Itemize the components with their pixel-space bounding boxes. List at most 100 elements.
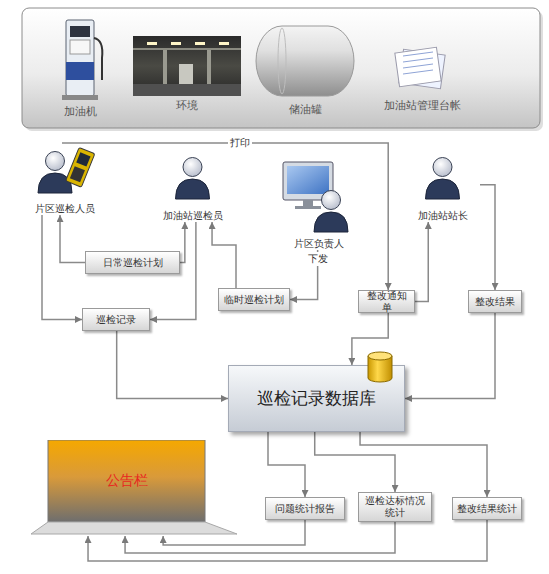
box-label: 整改通知单 [363,290,410,314]
bulletin-board: 公告栏 [30,440,238,536]
ledger-line [403,70,433,74]
equipment-panel [22,8,540,128]
board-screen [48,440,205,522]
photo-svg [375,42,469,94]
box-label: 巡检记录 [96,314,136,326]
tank-seam [278,28,286,94]
flow-connector [315,432,395,492]
caption-text: 环境 [123,99,251,112]
canopy-light [219,42,229,45]
figure-svg [275,158,362,236]
canopy-column [207,50,211,86]
actor-figure: 片区负责人 [275,158,362,250]
ground [133,84,241,96]
monitor-stand [303,200,313,206]
person-body [426,179,460,199]
database-top [368,352,392,360]
figure-svg [15,143,115,201]
box-label: 临时巡检计划 [224,294,284,306]
process-box: 整改通知单 [358,290,415,313]
photo-svg [50,18,110,102]
person-body [38,173,72,193]
pump-panel [70,40,90,54]
connector-label: 下发 [306,252,330,266]
process-box: 巡检记录 [82,308,150,331]
flow-connector [60,215,85,263]
photo-svg [248,22,362,100]
box-label: 日常巡检计划 [103,257,163,269]
pda-case [66,147,95,187]
person-head [433,158,452,177]
person-body [314,212,348,232]
flow-connector [62,143,388,290]
canopy-light [147,42,157,45]
person-body [176,179,210,199]
pda-screen [76,152,90,166]
flow-connector [212,222,236,288]
tank-body [256,26,354,96]
figure-svg [405,153,480,208]
caption-text: 片区巡检人员 [5,202,125,215]
flow-connector [180,222,185,263]
box-label: 问题统计报告 [275,503,335,515]
flow-connector [268,432,305,497]
pump-band [66,62,94,80]
flow-connector [480,185,495,290]
canopy-edge [133,48,241,50]
caption-text: 加油站巡检员 [140,209,245,222]
ledger-sheet [395,47,441,87]
box-label: 巡检记录数据库 [257,387,376,410]
caption-text: 加油机 [40,105,120,118]
board-title: 公告栏 [48,440,205,522]
person-head [183,158,202,177]
ledger-line [403,52,433,56]
process-box: 整改结果 [468,290,522,313]
process-box: 临时巡检计划 [218,288,290,311]
actor-figure: 加油站站长 [405,153,480,222]
person-head [322,191,341,210]
pda-device [66,147,95,187]
connector-label: 打印 [228,136,252,150]
canopy-light [195,42,205,45]
process-box: 整改结果统计 [452,497,522,520]
ledger-line [403,64,433,68]
database-box: 巡检记录数据库 [228,365,405,432]
process-box: 巡检达标情况统计 [358,492,432,522]
equipment-photo: 加油机 [50,18,110,118]
caption-text: 加油站管理台帐 [365,99,479,112]
flow-connector [42,215,82,320]
database-icon [366,350,394,384]
caption-text: 片区负责人 [265,237,372,250]
box-label: 巡检达标情况统计 [363,495,427,519]
equipment-photo: 加油站管理台帐 [375,42,469,112]
process-box: 问题统计报告 [265,497,345,520]
monitor-screen [287,166,329,194]
process-box: 日常巡检计划 [85,251,180,274]
canopy-light [171,42,181,45]
photo-svg [133,36,241,96]
pda-keys [70,166,85,182]
caption-text: 储油罐 [238,103,372,116]
person-head [46,152,65,171]
pump-body [66,20,94,96]
monitor-foot [295,206,321,209]
box-label: 整改结果 [475,296,515,308]
flow-connector [415,222,428,302]
env-photo [133,36,241,96]
flow-connector [405,313,495,399]
laptop-base [31,522,237,534]
ledger-line [403,58,433,62]
canopy-column [163,50,167,86]
pump-hose [94,38,102,80]
equipment-photo: 储油罐 [248,22,362,116]
figure-svg [150,153,235,208]
caption-text: 加油站站长 [395,209,490,222]
actor-figure: 加油站巡检员 [150,153,235,222]
pump-island [179,64,193,84]
actor-figure: 片区巡检人员 [15,143,115,215]
pump-display [70,26,90,37]
flow-connector [117,331,228,399]
pump-base [62,95,98,100]
box-label: 整改结果统计 [457,503,517,515]
